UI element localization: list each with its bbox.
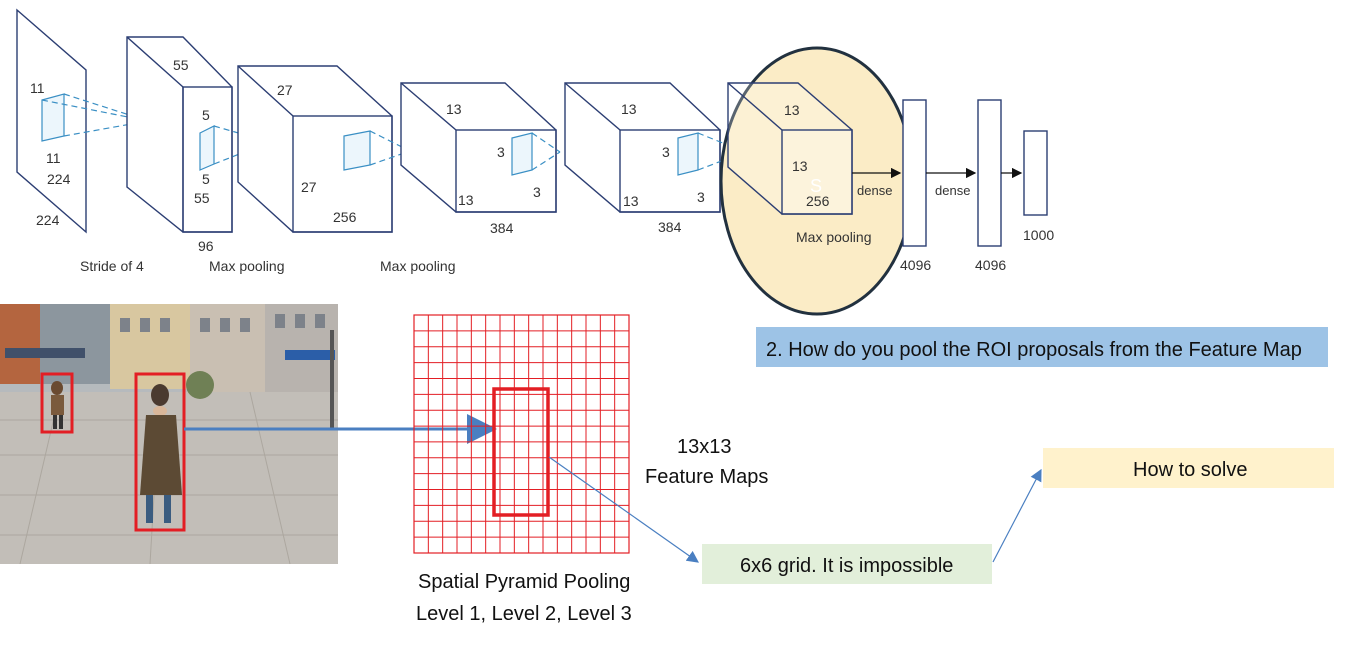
conv4-depth: 384 <box>658 219 682 235</box>
conv1-kernel-w: 5 <box>202 171 210 187</box>
conv2-layer: 27 27 256 Max pooling <box>237 65 456 274</box>
question-text: 2. How do you pool the ROI proposals fro… <box>766 339 1302 361</box>
dense1-label: dense <box>857 183 892 198</box>
conv2-w: 27 <box>301 179 317 195</box>
dense2-size: 4096 <box>975 257 1006 273</box>
conv4-layer: 13 3 3 13 384 <box>564 82 746 235</box>
conv4-h: 13 <box>621 101 637 117</box>
conv1-caption: Max pooling <box>209 258 285 274</box>
input-caption: Stride of 4 <box>80 258 144 274</box>
spp-title: Spatial Pyramid Pooling <box>418 571 630 593</box>
conv5-depth: 256 <box>806 193 830 209</box>
cnn-architecture: 11 11 224 224 Stride of 4 55 5 5 55 96 M… <box>16 8 1054 316</box>
main-person-detection-box <box>134 372 186 532</box>
spp-levels: Level 1, Level 2, Level 3 <box>416 603 632 625</box>
conv1-depth: 96 <box>198 238 214 254</box>
dense2-label: dense <box>935 183 970 198</box>
output-layer: 1000 <box>1001 130 1054 243</box>
roi-projection-box <box>492 387 550 517</box>
conv1-w: 55 <box>194 190 210 206</box>
input-layer: 11 11 224 224 Stride of 4 <box>16 8 149 274</box>
question-box: 2. How do you pool the ROI proposals fro… <box>756 327 1328 367</box>
conv5-caption: Max pooling <box>796 229 872 245</box>
conv1-kernel-h: 5 <box>202 107 210 123</box>
grid-border <box>413 314 630 554</box>
conv3-kernel-w: 3 <box>533 184 541 200</box>
feature-map-grid <box>413 314 630 554</box>
conv4-w: 13 <box>623 193 639 209</box>
input-kernel-h: 11 <box>30 80 45 96</box>
roi-to-grid-text-arrow <box>548 456 699 563</box>
conv3-depth: 384 <box>490 220 514 236</box>
how-to-solve-box: How to solve <box>1043 448 1334 488</box>
conv2-h: 27 <box>277 82 293 98</box>
conv5-layer: 13 13 S 256 Max pooling <box>727 82 872 245</box>
feature-map-name-label: Feature Maps <box>645 466 768 488</box>
conv3-layer: 13 3 3 13 384 <box>400 82 561 236</box>
street-photo <box>0 304 338 564</box>
conv3-h: 13 <box>446 101 462 117</box>
dense2-layer: dense 4096 <box>926 99 1006 273</box>
conv5-overlay-glyph: S <box>810 176 822 196</box>
conv4-kernel-h: 3 <box>662 144 670 160</box>
grid-impossible-box: 6x6 grid. It is impossible <box>702 544 992 584</box>
grid-impossible-text: 6x6 grid. It is impossible <box>740 555 953 577</box>
conv1-layer: 55 5 5 55 96 Max pooling <box>126 36 285 274</box>
input-h: 224 <box>47 171 71 187</box>
conv5-h: 13 <box>784 102 800 118</box>
conv2-caption: Max pooling <box>380 258 456 274</box>
conv2-depth: 256 <box>333 209 357 225</box>
input-w: 224 <box>36 212 60 228</box>
how-to-solve-text: How to solve <box>1133 459 1248 481</box>
feature-map-size-label: 13x13 <box>677 436 732 458</box>
conv5-w: 13 <box>792 158 808 174</box>
grid-to-solve-arrow <box>992 468 1042 563</box>
input-kernel-w: 11 <box>46 150 61 166</box>
conv3-w: 13 <box>458 192 474 208</box>
dense1-layer: dense 4096 <box>852 99 931 273</box>
small-person-detection-box <box>40 372 74 434</box>
output-size: 1000 <box>1023 227 1054 243</box>
dense1-size: 4096 <box>900 257 931 273</box>
conv3-kernel-h: 3 <box>497 144 505 160</box>
conv4-kernel-w: 3 <box>697 189 705 205</box>
conv1-h: 55 <box>173 57 189 73</box>
